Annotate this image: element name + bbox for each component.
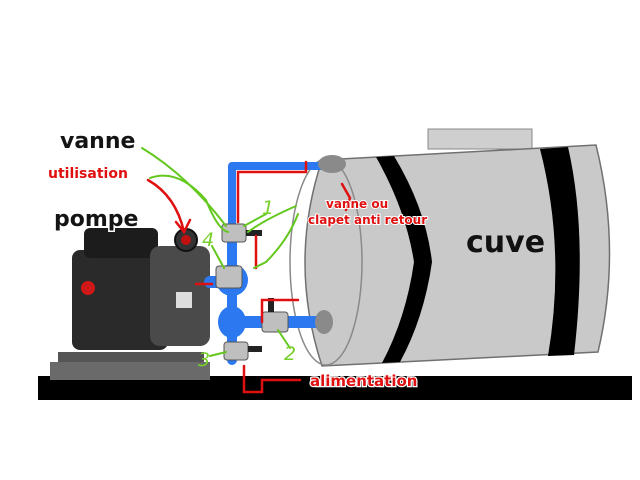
leader-num-4 [211, 245, 225, 269]
leader-clapet-2 [253, 213, 299, 269]
pump-engine [72, 250, 168, 350]
red-annotations [146, 160, 352, 394]
green-annotations [141, 147, 299, 357]
valve-2-body [261, 311, 289, 333]
pump-red-cap [81, 281, 95, 295]
valve-number-2: 2 [284, 343, 296, 365]
valve-number-3: 3 [198, 349, 210, 371]
pump-outlet-inner [181, 235, 191, 245]
red-flow-right [254, 234, 300, 324]
label-utilisation: utilisation [48, 166, 128, 182]
pump [50, 228, 210, 380]
pump-engine-top [84, 228, 158, 258]
tank-outlet-fitting [315, 310, 333, 334]
label-cuve: cuve [466, 225, 545, 260]
tank-body [304, 144, 611, 367]
valve-3-handle [248, 346, 262, 352]
arrow-utilisation-head [174, 218, 192, 235]
arrow-utilisation [146, 178, 186, 234]
tank-top-fitting [427, 128, 533, 150]
pump-frame-base [50, 362, 210, 380]
arrow-alimentation [242, 364, 302, 394]
valve-3-body [223, 341, 249, 361]
utilisation-loop [149, 174, 229, 233]
tank-band-2 [540, 147, 580, 356]
pump-frame [58, 352, 204, 364]
valve-3 [223, 341, 262, 361]
red-flow-top [236, 160, 308, 224]
leader-num-3 [209, 351, 227, 357]
valve-4 [215, 265, 243, 289]
valve-number-1: 1 [262, 197, 274, 219]
label-alimentation: alimentation [310, 372, 417, 390]
leader-num-2 [277, 329, 291, 349]
valve-2-handle [268, 298, 274, 312]
leader-num-1 [243, 213, 267, 227]
tank-band-1 [376, 156, 432, 363]
arrow-clapet [340, 182, 352, 212]
label-vanne: vanne [60, 129, 135, 154]
label-clapet-anti-retour: clapet anti retour [308, 213, 427, 227]
pump-badge [176, 292, 192, 308]
pipe-tee-lower [218, 306, 246, 338]
label-vanne-ou: vanne ou [326, 197, 388, 211]
valve-2 [261, 298, 289, 333]
leader-clapet [247, 205, 297, 233]
valve-1-handle [246, 230, 262, 236]
valve-1 [221, 223, 262, 243]
label-pompe: pompe [54, 207, 138, 232]
valve-number-4: 4 [202, 229, 214, 251]
valve-4-body [215, 265, 243, 289]
tank-inlet-fitting [318, 155, 346, 173]
pipe-top-return [228, 162, 334, 230]
